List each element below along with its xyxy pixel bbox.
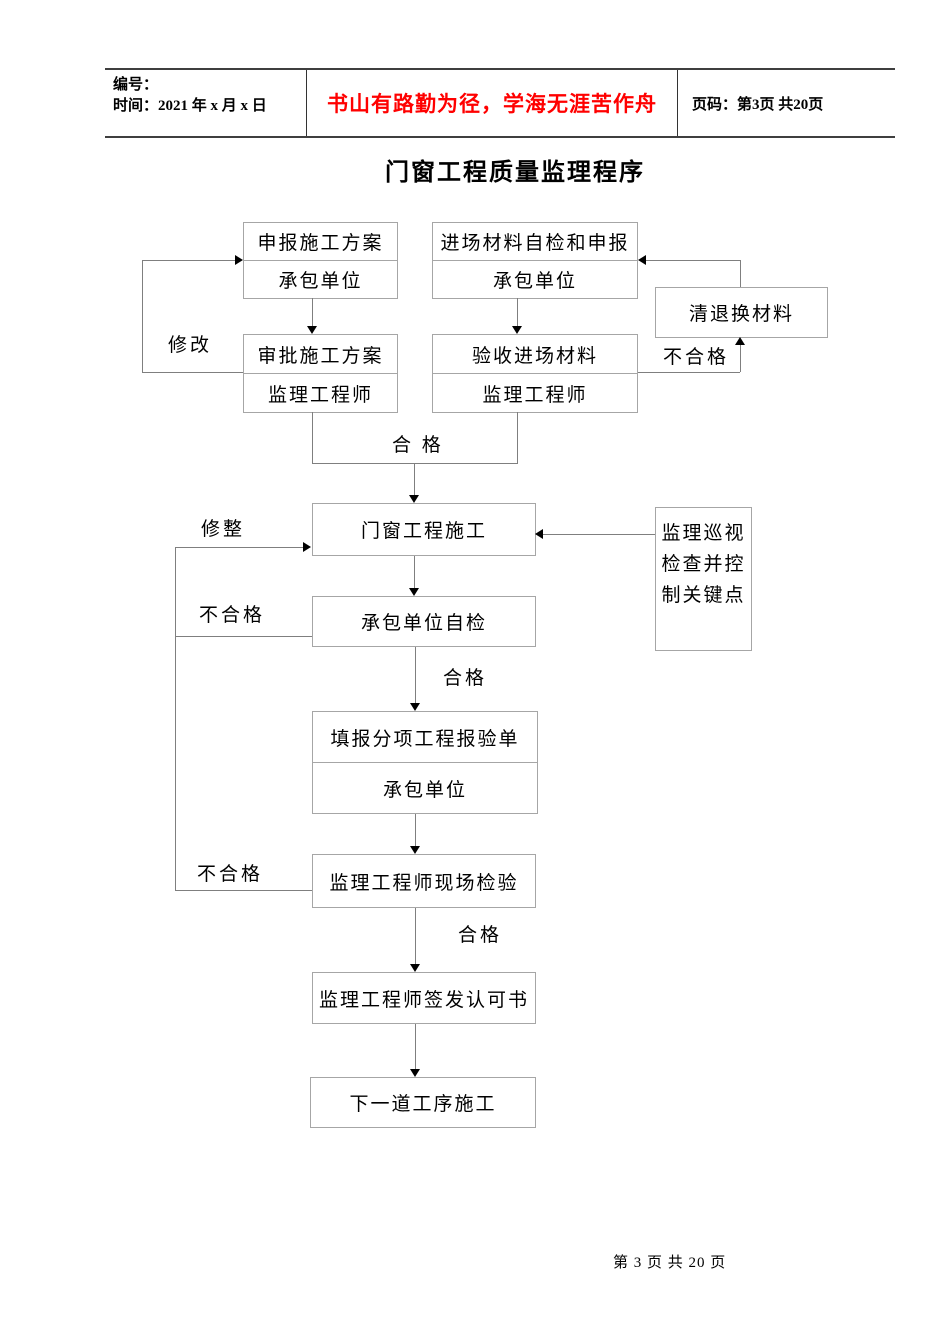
label-qualified-site: 合格 — [458, 925, 503, 946]
connector-line — [517, 298, 518, 326]
header-time-label: 时间：2021 年 x 月 x 日 — [113, 98, 267, 114]
node-declare-plan: 申报施工方案 承包单位 — [243, 222, 398, 299]
node-fill-form-actor: 承包单位 — [382, 779, 467, 801]
arrowhead-down-icon — [410, 964, 420, 972]
arrowhead-down-icon — [410, 703, 420, 711]
header-cell-motto: 书山有路勤为径，学海无涯苦作舟 — [307, 70, 678, 136]
node-accept-materials-action: 验收进场材料 — [433, 335, 637, 374]
arrowhead-down-icon — [410, 1069, 420, 1077]
label-modify: 修改 — [168, 335, 213, 356]
arrowhead-down-icon — [307, 326, 317, 334]
connector-line — [740, 345, 741, 372]
page-title-text: 门窗工程质量监理程序 — [385, 160, 645, 186]
node-accept-materials-actor: 监理工程师 — [482, 384, 588, 406]
node-patrol-line3: 制关键点 — [661, 585, 746, 606]
node-patrol-line1: 监理巡视 — [661, 523, 746, 544]
connector-line — [415, 1024, 416, 1069]
node-approve-plan-actor: 监理工程师 — [267, 384, 373, 406]
node-material-check-actor: 承包单位 — [492, 271, 577, 292]
node-material-check: 进场材料自检和申报 承包单位 — [432, 222, 638, 299]
arrowhead-down-icon — [512, 326, 522, 334]
node-self-inspection-label: 承包单位自检 — [360, 613, 487, 634]
node-issue-approval: 监理工程师签发认可书 — [312, 972, 536, 1024]
node-construction-label: 门窗工程施工 — [360, 521, 487, 542]
node-next-process: 下一道工序施工 — [310, 1077, 536, 1128]
arrowhead-right-icon — [303, 542, 311, 552]
header-motto-text: 书山有路勤为径，学海无涯苦作舟 — [327, 92, 657, 116]
node-next-process-label: 下一道工序施工 — [349, 1094, 497, 1115]
connector-line — [142, 372, 243, 373]
connector-line — [638, 372, 740, 373]
node-issue-approval-label: 监理工程师签发认可书 — [318, 989, 529, 1011]
node-material-check-action: 进场材料自检和申报 — [433, 223, 637, 261]
header-table: 编号： 时间：2021 年 x 月 x 日 书山有路勤为径，学海无涯苦作舟 页码… — [105, 68, 895, 138]
connector-line — [414, 463, 415, 495]
arrowhead-up-icon — [735, 337, 745, 345]
page-title: 门窗工程质量监理程序 — [0, 152, 950, 187]
connector-line — [646, 260, 740, 261]
connector-line — [414, 556, 415, 588]
label-adjust: 修整 — [201, 519, 246, 540]
node-approve-plan: 审批施工方案 监理工程师 — [243, 334, 398, 413]
node-accept-materials: 验收进场材料 监理工程师 — [432, 334, 638, 413]
connector-line — [312, 463, 518, 464]
connector-line — [415, 647, 416, 703]
label-unqualified-materials: 不合格 — [663, 347, 730, 368]
connector-line — [142, 260, 235, 261]
arrowhead-right-icon — [235, 255, 243, 265]
arrowhead-left-icon — [638, 255, 646, 265]
connector-line — [175, 636, 312, 637]
node-patrol-line2: 检查并控 — [661, 554, 746, 575]
label-unqualified-site: 不合格 — [197, 864, 264, 885]
node-fill-form-action: 填报分项工程报验单 — [313, 712, 537, 763]
node-self-inspection: 承包单位自检 — [312, 596, 536, 647]
connector-line — [517, 412, 518, 463]
node-declare-plan-action: 申报施工方案 — [244, 223, 397, 261]
node-approve-plan-action: 审批施工方案 — [244, 335, 397, 374]
connector-line — [543, 534, 655, 535]
header-cell-page: 页码：第3页 共20页 — [678, 70, 895, 136]
node-return-materials: 清退换材料 — [655, 287, 828, 338]
arrowhead-down-icon — [410, 846, 420, 854]
label-unqualified-self: 不合格 — [199, 605, 266, 626]
connector-line — [312, 412, 313, 463]
connector-line — [175, 547, 176, 890]
connector-line — [142, 260, 143, 373]
header-cell-number-time: 编号： 时间：2021 年 x 月 x 日 — [105, 70, 307, 136]
connector-line — [740, 260, 741, 287]
node-site-inspection-label: 监理工程师现场检验 — [329, 872, 519, 894]
connector-line — [415, 908, 416, 964]
connector-line — [415, 814, 416, 846]
label-qualified-plan: 合 格 — [392, 435, 444, 456]
header-number-label: 编号： — [113, 77, 159, 93]
arrowhead-left-icon — [535, 529, 543, 539]
connector-line — [175, 547, 303, 548]
node-site-inspection: 监理工程师现场检验 — [312, 854, 536, 908]
node-construction: 门窗工程施工 — [312, 503, 536, 556]
node-patrol-control: 监理巡视 检查并控 制关键点 — [655, 507, 752, 651]
page-footer: 第 3 页 共 20 页 — [613, 1255, 727, 1271]
node-fill-form: 填报分项工程报验单 承包单位 — [312, 711, 538, 814]
arrowhead-down-icon — [409, 495, 419, 503]
connector-line — [312, 298, 313, 326]
node-declare-plan-actor: 承包单位 — [278, 271, 363, 292]
arrowhead-down-icon — [409, 588, 419, 596]
label-qualified-self: 合格 — [443, 668, 488, 689]
node-return-materials-label: 清退换材料 — [688, 304, 794, 325]
header-page-label: 页码：第3页 共20页 — [692, 96, 824, 113]
connector-line — [175, 890, 312, 891]
